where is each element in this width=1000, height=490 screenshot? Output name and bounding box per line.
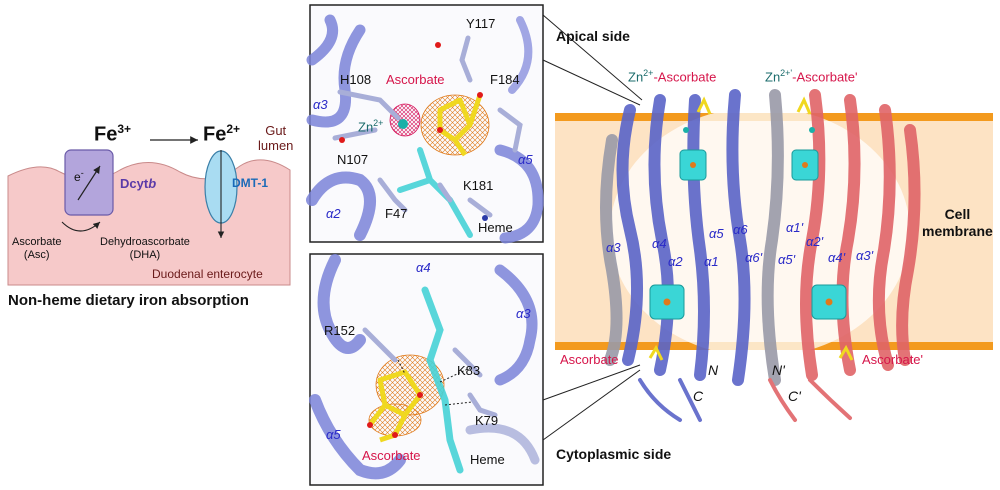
- label-a4-bottom: α4: [416, 260, 431, 275]
- protomer-b: [761, 89, 921, 422]
- fe2-label: Fe2+: [203, 122, 241, 146]
- enterocyte-label: Duodenal enterocyte: [152, 267, 263, 281]
- ascorbate-left-label: Ascorbate: [560, 352, 619, 367]
- label-a3-bottom: α3: [516, 306, 531, 321]
- dha-label: Dehydroascorbate(DHA): [100, 236, 190, 261]
- label-ascorbate-bottom: Ascorbate: [362, 448, 421, 463]
- label-r152: R152: [324, 323, 356, 338]
- zn-ascorbate-right-label: Zn2+'-Ascorbate': [765, 68, 858, 85]
- ascorbate-right-label: Ascorbate': [862, 352, 924, 367]
- ascorbate-oxidation-arrow: [61, 221, 101, 232]
- label-k79: K79: [475, 413, 499, 428]
- label-h108: H108: [340, 72, 372, 87]
- helix-label: α3: [606, 240, 621, 255]
- heme-group: [397, 147, 473, 238]
- c-prime-terminus-label: C': [788, 388, 801, 404]
- helix-label: α4: [652, 236, 667, 251]
- label-n107: N107: [337, 152, 369, 167]
- label-heme-bottom: Heme: [470, 452, 505, 467]
- helix-label: α6': [745, 250, 763, 265]
- label-a2-top: α2: [326, 206, 341, 221]
- helix-label: α2: [668, 254, 683, 269]
- ascorbate-label: Ascorbate(Asc): [12, 236, 62, 261]
- dcytb-dimer-membrane-view: [555, 89, 993, 422]
- zn-ascorbate-site-panel: [306, 4, 544, 244]
- n-prime-terminus-label: N': [772, 362, 785, 378]
- dmt1-label: DMT-1: [232, 176, 268, 190]
- c-terminus-label: C: [693, 388, 704, 404]
- iron-absorption-schematic: [7, 136, 291, 286]
- label-y117: Y117: [466, 16, 496, 31]
- label-k181: K181: [463, 178, 494, 193]
- helix-label: α6: [733, 222, 748, 237]
- helix-label: α4': [828, 250, 846, 265]
- apical-side-label: Apical side: [556, 28, 630, 44]
- top-callout-line: [542, 59, 641, 106]
- label-a5-top: α5: [518, 152, 533, 167]
- helix-label: α1': [786, 220, 804, 235]
- helix-label: α2': [806, 234, 824, 249]
- zn-ion: [398, 119, 408, 129]
- label-k83: K83: [457, 363, 481, 378]
- label-heme-top: Heme: [478, 220, 513, 235]
- n-terminus-label: N: [708, 362, 719, 378]
- cytoplasmic-side-label: Cytoplasmic side: [556, 446, 672, 462]
- electron-label: e-: [74, 168, 84, 184]
- helix-label: α1: [704, 254, 719, 269]
- bottom-callout-line: [542, 369, 641, 441]
- figure-title: Non-heme dietary iron absorption: [8, 292, 249, 309]
- label-a3-top: α3: [313, 97, 328, 112]
- zn-ascorbate-left-label: Zn2+-Ascorbate: [628, 68, 717, 85]
- protomer-a: [600, 89, 751, 422]
- label-ascorbate-top: Ascorbate: [386, 72, 445, 87]
- ascorbate-molecule: [437, 94, 483, 157]
- dcytb-label: Dcytb: [120, 176, 157, 191]
- helix-label: α5': [778, 252, 796, 267]
- cytoplasmic-ascorbate-site-panel: [309, 253, 544, 486]
- surface-ascorbates: [648, 96, 854, 361]
- label-f47: F47: [385, 206, 408, 221]
- fe3-label: Fe3+: [94, 122, 132, 146]
- label-f184: F184: [490, 72, 520, 87]
- helix-label: α5: [709, 226, 724, 241]
- label-zn: Zn2+: [358, 118, 384, 135]
- label-a5-bottom: α5: [326, 427, 341, 442]
- electron-arrow: [77, 165, 101, 201]
- helix-label: α3': [856, 248, 874, 263]
